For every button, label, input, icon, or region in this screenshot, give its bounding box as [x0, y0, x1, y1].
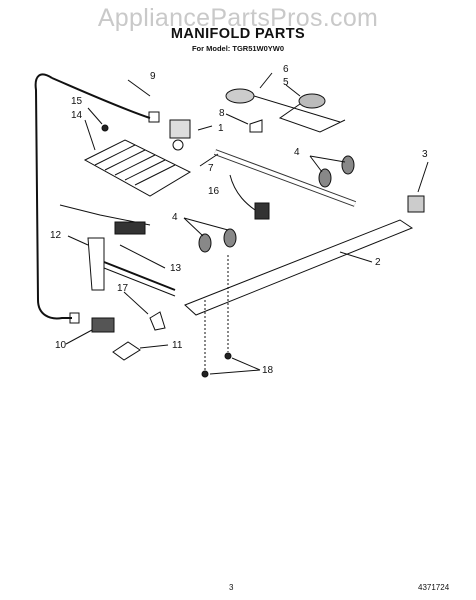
callout-11: 11 — [172, 340, 183, 351]
part-4-orifices-right — [309, 155, 355, 188]
part-18-screws — [201, 255, 261, 378]
callout-1: 1 — [218, 123, 224, 134]
part-4-orifices-left — [183, 217, 237, 253]
part-14-heat-shield — [83, 119, 192, 197]
callout-labels: 9 15 14 8 1 6 5 7 4 3 16 4 12 13 2 17 10… — [50, 64, 428, 376]
callout-7: 7 — [208, 163, 214, 174]
callout-5: 5 — [283, 77, 289, 88]
callout-12: 12 — [50, 230, 62, 241]
callout-9: 9 — [150, 71, 156, 82]
part-16-connector — [229, 174, 270, 220]
part-11-bracket — [112, 341, 169, 361]
callout-8: 8 — [219, 108, 225, 119]
diagram-title: MANIFOLD PARTS — [170, 26, 306, 42]
model-subtitle: For Model: TGR51W0YW0 — [191, 44, 285, 53]
callout-17: 17 — [117, 283, 129, 294]
callout-2: 2 — [375, 257, 381, 268]
part-17-wire-clip — [123, 291, 166, 331]
callout-6: 6 — [283, 64, 289, 75]
callout-13: 13 — [170, 263, 182, 274]
part-9-gas-tube — [34, 73, 160, 324]
callout-18: 18 — [262, 365, 274, 376]
callout-3: 3 — [422, 149, 428, 160]
part-8-clip — [225, 113, 263, 133]
document-number: 4371724 — [418, 583, 450, 592]
part-5-burner-head — [278, 84, 346, 133]
part-15-screw — [87, 107, 109, 132]
watermark: AppliancePartsPros.com — [97, 4, 379, 32]
callout-16: 16 — [208, 186, 220, 197]
part-1-valve — [169, 119, 213, 151]
callout-4b: 4 — [172, 212, 178, 223]
callout-4a: 4 — [294, 147, 300, 158]
callout-15: 15 — [71, 96, 83, 107]
callout-10: 10 — [55, 340, 67, 351]
page-number: 3 — [229, 583, 234, 592]
part-3-end-fitting — [407, 161, 429, 213]
part-6-burner-head — [225, 72, 341, 123]
part-7-manifold-tube — [199, 149, 357, 207]
part-12-bracket — [67, 235, 176, 297]
part-13-igniter-assembly — [59, 204, 166, 269]
part-10-module-base — [65, 317, 115, 345]
callout-14: 14 — [71, 110, 83, 121]
part-2-manifold-bar — [184, 219, 414, 316]
